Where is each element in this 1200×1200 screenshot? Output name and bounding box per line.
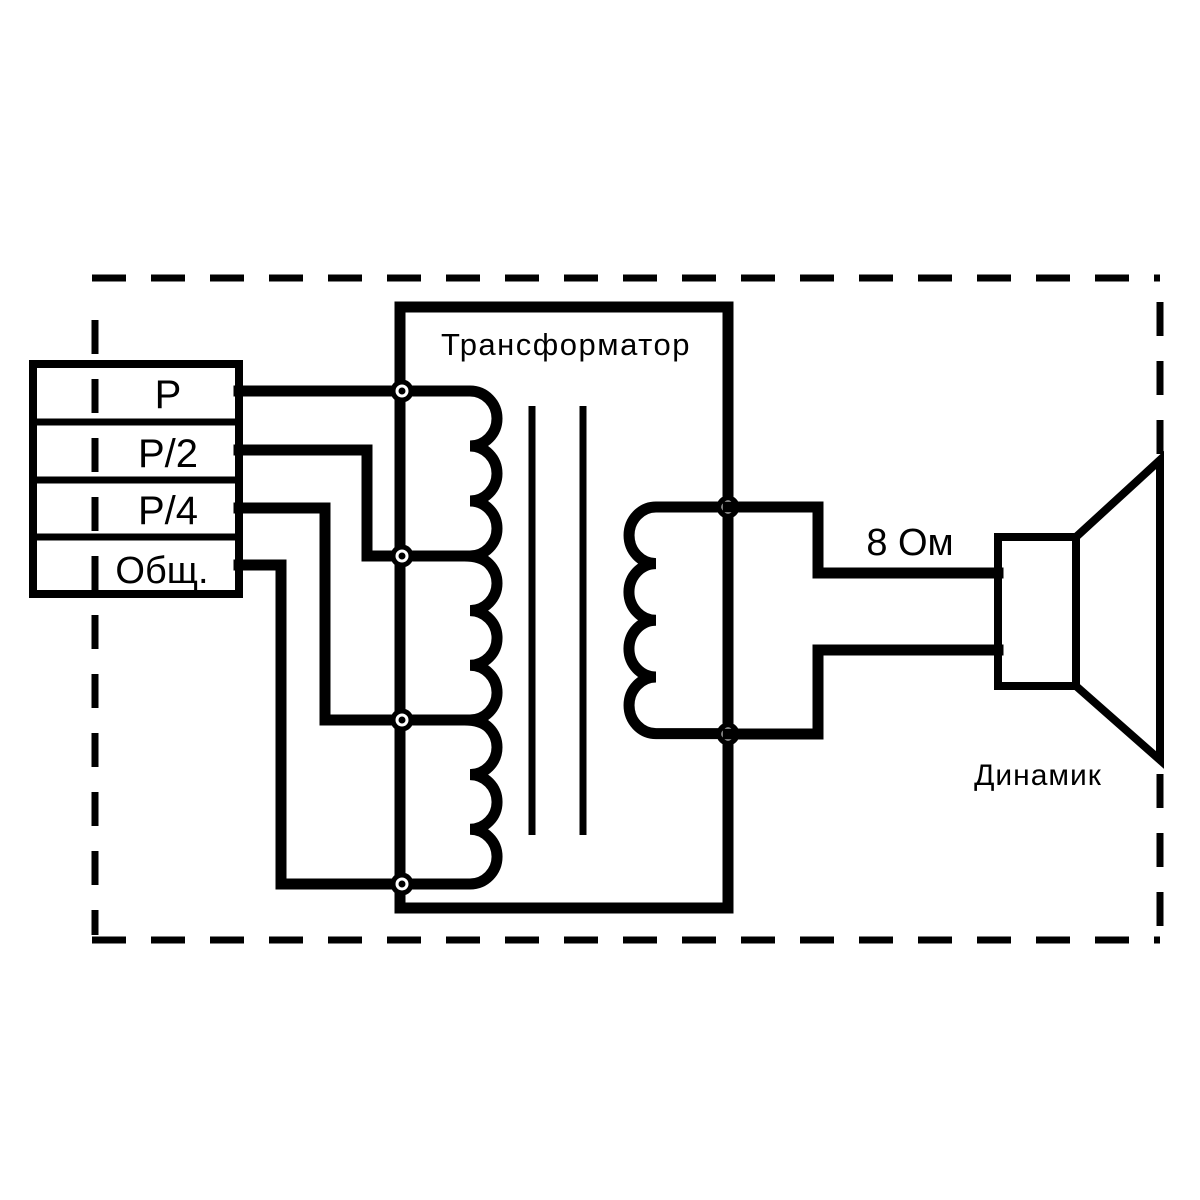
secondary-winding [623, 501, 734, 740]
impedance-label: 8 Ом [866, 522, 953, 564]
transformer-frame [394, 301, 734, 914]
primary-winding [396, 385, 503, 890]
output-wire-top [722, 501, 1004, 579]
terminal-label-p-half: P/2 [138, 432, 198, 476]
input-wires [233, 385, 408, 890]
speaker-label: Динамик [974, 759, 1102, 792]
transformer-label: Трансформатор [441, 327, 691, 362]
wire-p-half [233, 444, 408, 562]
transformer: Трансформатор [390, 301, 740, 914]
junction-nodes [390, 379, 740, 896]
wire-p-quarter [233, 502, 408, 726]
wire-common [233, 559, 408, 890]
output-wires: 8 Ом [722, 501, 1004, 740]
terminal-label-p-quarter: P/4 [138, 489, 198, 533]
terminal-label-common: Общ. [115, 550, 208, 592]
speaker-cone [1073, 450, 1164, 769]
output-wire-bottom [722, 644, 1004, 740]
terminal-label-p: P [155, 373, 182, 417]
terminal-block: P P/2 P/4 Общ. [29, 320, 243, 935]
speaker-magnet [994, 533, 1080, 690]
speaker: Динамик [974, 450, 1164, 792]
